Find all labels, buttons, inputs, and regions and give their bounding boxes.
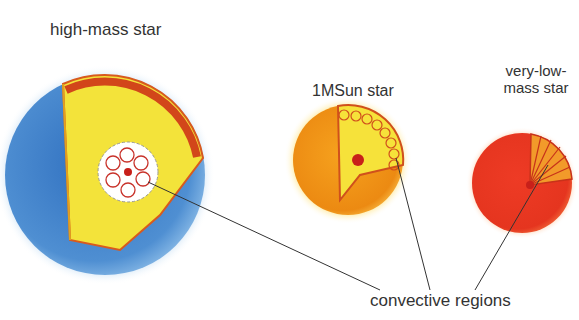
high-mass-star-figure [0, 65, 215, 285]
star-node: 1MSun star [312, 82, 412, 100]
leader-lines [148, 158, 548, 290]
sun-like-star-figure [284, 96, 412, 224]
star-title: high-mass star [50, 20, 180, 40]
star-node: very-low-mass star [499, 62, 573, 97]
low-mass-star-figure [466, 127, 578, 239]
star-title: 1MSun star [312, 82, 412, 100]
callout-label: convective regions [370, 291, 511, 311]
star-title: very-low-mass star [499, 62, 573, 97]
star-node: high-mass star [50, 20, 180, 40]
